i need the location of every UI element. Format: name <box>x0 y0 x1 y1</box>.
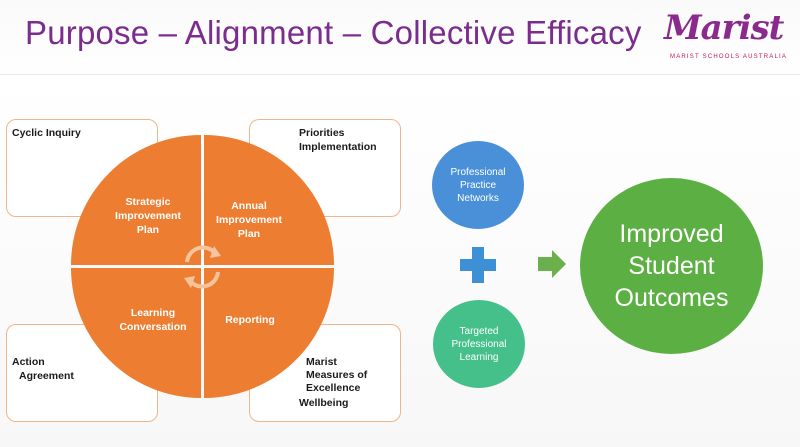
action-label: Action <box>12 356 45 368</box>
lc-line-1: Learning <box>130 307 176 319</box>
quadrant-bottom-right <box>204 268 334 398</box>
quadrant-top-left <box>71 135 201 265</box>
agreement-label: Agreement <box>19 370 74 382</box>
lc-line-2: Conversation <box>119 321 187 333</box>
tpl-line-3: Learning <box>459 351 499 363</box>
outcome-line-1: Improved <box>619 220 724 248</box>
ppn-line-1: Professional <box>450 166 506 178</box>
quadrant-bottom-left <box>71 268 201 398</box>
excellence-label: Excellence <box>306 382 361 394</box>
sip-line-1: Strategic <box>125 196 171 208</box>
implementation-label: Implementation <box>299 141 377 153</box>
aip-line-2: Improvement <box>216 214 282 226</box>
tpl-line-2: Professional <box>451 338 507 350</box>
professional-practice-networks-bubble: Professional Practice Networks <box>432 141 524 229</box>
circular-arrows-icon <box>184 245 221 289</box>
outcome-line-2: Student <box>628 252 715 280</box>
logo-subtitle: MARIST SCHOOLS AUSTRALIA <box>670 54 788 60</box>
cycle-quadrants <box>71 135 334 398</box>
header-divider <box>0 74 800 75</box>
cyclic-inquiry-label: Cyclic Inquiry <box>12 127 81 139</box>
outcome-line-3: Outcomes <box>614 284 729 312</box>
learning-conversation-label: Learning Conversation <box>110 306 196 334</box>
measures-of-label: Measures of <box>306 369 368 381</box>
strategic-improvement-plan-label: Strategic Improvement Plan <box>108 195 188 237</box>
tpl-line-1: Targeted <box>459 325 499 337</box>
priorities-label: Priorities <box>299 127 345 139</box>
marist-logo: Marist MARIST SCHOOLS AUSTRALIA <box>660 6 788 68</box>
ppn-line-2: Practice <box>459 179 497 191</box>
right-arrow-icon <box>538 250 566 278</box>
marist-label: Marist <box>306 356 337 368</box>
logo-wordmark: Marist <box>664 8 784 48</box>
reporting-label: Reporting <box>225 314 275 326</box>
targeted-professional-learning-bubble: Targeted Professional Learning <box>433 300 525 388</box>
ppn-line-3: Networks <box>457 192 499 204</box>
slide-title: Purpose – Alignment – Collective Efficac… <box>25 14 642 51</box>
plus-icon <box>460 247 496 283</box>
sip-line-2: Improvement <box>115 210 181 222</box>
aip-line-1: Annual <box>231 200 267 212</box>
quadrant-top-right <box>204 135 334 265</box>
sip-line-3: Plan <box>136 224 160 236</box>
improved-student-outcomes-bubble: Improved Student Outcomes <box>580 178 763 354</box>
annual-improvement-plan-label: Annual Improvement Plan <box>208 199 290 241</box>
aip-line-3: Plan <box>237 228 261 240</box>
wellbeing-label: Wellbeing <box>299 397 349 409</box>
